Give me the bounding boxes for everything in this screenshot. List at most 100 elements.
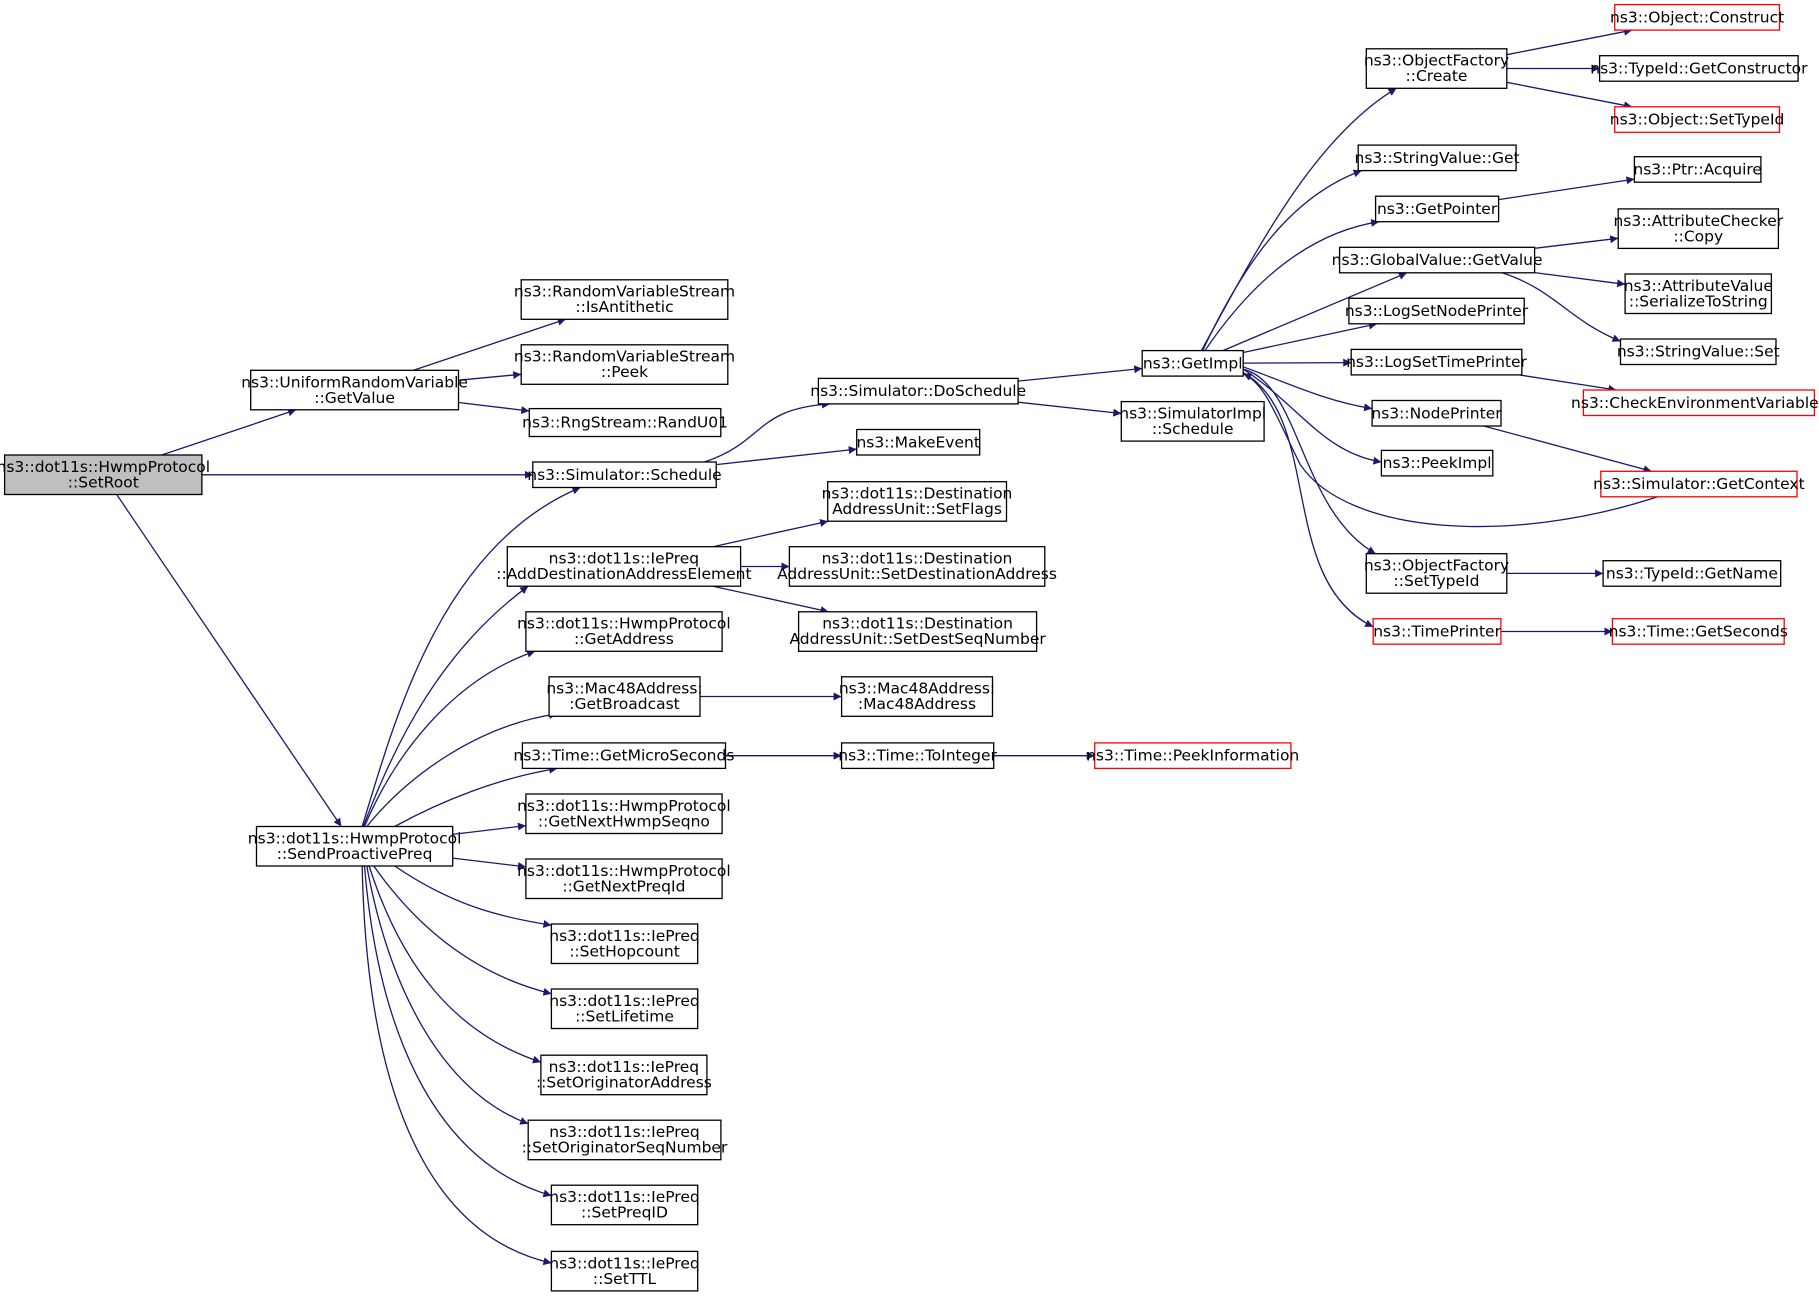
edge-gv_getvalue-to-attrvalue_serialize [1534, 271, 1626, 288]
node-label: ns3::RngStream::RandU01 [522, 414, 728, 432]
node-box [1094, 742, 1292, 770]
edge-sendproactivepreq-to-schedule [361, 486, 581, 827]
node-label: ns3::dot11s::HwmpProtocol [248, 830, 462, 848]
node-of-create[interactable]: ns3::ObjectFactory::Create [1364, 48, 1509, 89]
node-tointeger[interactable]: ns3::Time::ToInteger [838, 742, 998, 770]
node-logsetnodeprinter[interactable]: ns3::LogSetNodePrinter [1345, 297, 1529, 325]
node-schedule[interactable]: ns3::Simulator::Schedule [527, 461, 722, 489]
node-dau-setdestaddr[interactable]: ns3::dot11s::DestinationAddressUnit::Set… [777, 546, 1057, 587]
node-dau-setflags[interactable]: ns3::dot11s::DestinationAddressUnit::Set… [822, 481, 1013, 522]
node-label: ns3::Time::GetSeconds [1609, 623, 1788, 641]
edge-getimpl-to-of_settypeid [1243, 368, 1376, 555]
edge-sendproactivepreq-to-adddest [362, 585, 529, 827]
node-getnexthwmpseqno[interactable]: ns3::dot11s::HwmpProtocol::GetNextHwmpSe… [517, 793, 731, 835]
node-label: ns3::Time::ToInteger [838, 747, 997, 765]
node-sethopcount[interactable]: ns3::dot11s::IePreq::SetHopcount [549, 923, 700, 965]
node-attrvalue-serialize[interactable]: ns3::AttributeValue::SerializeToString [1624, 273, 1773, 315]
node-box [1350, 348, 1523, 376]
node-randu01[interactable]: ns3::RngStream::RandU01 [522, 407, 728, 438]
node-setorigaddr[interactable]: ns3::dot11s::IePreq::SetOriginatorAddres… [536, 1054, 712, 1096]
node-getcontext[interactable]: ns3::Simulator::GetContext [1593, 470, 1805, 498]
node-makeevent[interactable]: ns3::MakeEvent [856, 428, 981, 456]
node-label: ns3::LogSetTimePrinter [1346, 353, 1527, 371]
node-box [817, 377, 1019, 405]
node-label: ns3::AttributeChecker [1613, 212, 1783, 230]
node-setroot[interactable]: ns3::dot11s::HwmpProtocol::SetRoot [0, 454, 210, 496]
node-getmicroseconds[interactable]: ns3::Time::GetMicroSeconds [513, 742, 734, 770]
node-checkenv[interactable]: ns3::CheckEnvironmentVariables [1571, 389, 1819, 417]
node-getbroadcast[interactable]: ns3::Mac48Address::GetBroadcast [546, 676, 703, 717]
edge-logsettimeprinter-to-checkenv [1518, 374, 1617, 393]
edge-schedule-to-doschedule [704, 400, 831, 463]
node-label: ns3::SimulatorImpl [1119, 405, 1266, 423]
node-of-settypeid[interactable]: ns3::ObjectFactory::SetTypeId [1364, 553, 1509, 594]
node-obj-construct[interactable]: ns3::Object::Construct [1610, 3, 1784, 31]
node-box [1582, 389, 1816, 417]
node-label: ::SetRoot [68, 474, 139, 492]
node-label: ::SetHopcount [569, 943, 680, 961]
node-mac48address[interactable]: ns3::Mac48Address::Mac48Address [839, 676, 995, 717]
node-label: ::SerializeToString [1629, 292, 1768, 310]
node-peek[interactable]: ns3::RandomVariableStream::Peek [514, 344, 735, 385]
edge-getimpl-to-peekimpl [1242, 368, 1382, 465]
node-box [797, 611, 1038, 652]
node-label: ns3::StringValue::Set [1617, 343, 1780, 361]
node-nodeprinter[interactable]: ns3::NodePrinter [1371, 399, 1502, 427]
node-peekimpl[interactable]: ns3::PeekImpl [1380, 449, 1494, 477]
node-label: ns3::GetPointer [1377, 200, 1498, 218]
node-getpointer[interactable]: ns3::GetPointer [1374, 195, 1500, 223]
node-stringvalue-get[interactable]: ns3::StringValue::Get [1355, 144, 1520, 172]
node-box [840, 676, 994, 717]
node-typeid-getconstructor[interactable]: ns3::TypeId::GetConstructor [1590, 55, 1808, 82]
node-getaddress[interactable]: ns3::dot11s::HwmpProtocol::GetAddress [517, 611, 731, 652]
node-isantithetic[interactable]: ns3::RandomVariableStream::IsAntithetic [514, 279, 735, 320]
node-box [255, 825, 454, 867]
node-dau-setdestseq[interactable]: ns3::dot11s::DestinationAddressUnit::Set… [789, 611, 1046, 652]
node-typeid-getname[interactable]: ns3::TypeId::GetName [1602, 560, 1782, 587]
node-logsettimeprinter[interactable]: ns3::LogSetTimePrinter [1346, 348, 1528, 376]
edge-getimpl-to-logsetnodeprinter [1243, 321, 1378, 354]
node-timeprinter[interactable]: ns3::TimePrinter [1372, 618, 1502, 645]
node-label: ns3::dot11s::HwmpProtocol [517, 615, 731, 633]
node-label: ::Copy [1673, 227, 1723, 245]
edge-adddest-to-dau_setdestseq [712, 585, 829, 614]
node-sendproactivepreq[interactable]: ns3::dot11s::HwmpProtocol::SendProactive… [248, 825, 462, 867]
node-adddest[interactable]: ns3::dot11s::IePreq::AddDestinationAddre… [496, 546, 752, 587]
node-label: ns3::TimePrinter [1373, 623, 1501, 641]
node-label: ::SendProactivePreq [277, 845, 433, 863]
node-box [856, 428, 981, 456]
node-setlifetime[interactable]: ns3::dot11s::IePreq::SetLifetime [549, 988, 700, 1030]
node-uniform-getvalue[interactable]: ns3::UniformRandomVariable::GetValue [241, 369, 468, 411]
node-box [3, 454, 203, 496]
node-setttl[interactable]: ns3::dot11s::IePreq::SetTTL [549, 1250, 700, 1292]
node-attrchecker-copy[interactable]: ns3::AttributeChecker::Copy [1613, 208, 1784, 250]
node-box [1633, 156, 1762, 183]
node-simimpl-schedule[interactable]: ns3::SimulatorImpl::Schedule [1119, 400, 1266, 442]
node-label: ns3::Simulator::Schedule [527, 466, 721, 484]
node-getimpl[interactable]: ns3::GetImpl [1141, 349, 1244, 377]
node-label: ns3::dot11s::IePreq [549, 1188, 699, 1206]
node-setpreqid[interactable]: ns3::dot11s::IePreq::SetPreqID [549, 1184, 700, 1226]
node-doschedule[interactable]: ns3::Simulator::DoSchedule [810, 377, 1026, 405]
node-box [550, 923, 699, 965]
node-label: ns3::Object::SetTypeId [1610, 111, 1785, 129]
node-box [540, 1054, 708, 1096]
node-time-getseconds[interactable]: ns3::Time::GetSeconds [1609, 618, 1788, 645]
node-label: ns3::GlobalValue::GetValue [1332, 251, 1543, 269]
node-box [525, 793, 723, 835]
node-obj-settypeid[interactable]: ns3::Object::SetTypeId [1610, 106, 1785, 133]
node-peekinformation[interactable]: ns3::Time::PeekInformation [1086, 742, 1299, 770]
node-stringvalue-set[interactable]: ns3::StringValue::Set [1617, 338, 1780, 366]
edge-getimpl-to-gv_getvalue [1222, 272, 1408, 352]
node-setorigseq[interactable]: ns3::dot11s::IePreq::SetOriginatorSeqNum… [522, 1119, 728, 1161]
node-box [840, 742, 995, 770]
node-box [1611, 618, 1785, 645]
node-label: ::SetTTL [593, 1270, 657, 1288]
edge-uniform_getvalue-to-isantithetic [413, 317, 566, 371]
node-label: ::GetAddress [574, 630, 674, 648]
node-gv-getvalue[interactable]: ns3::GlobalValue::GetValue [1332, 246, 1543, 274]
node-getnextpreqid[interactable]: ns3::dot11s::HwmpProtocol::GetNextPreqId [517, 858, 731, 900]
edge-sendproactivepreq-to-getnexthwmpseqno [452, 822, 526, 836]
node-ptr-acquire[interactable]: ns3::Ptr::Acquire [1633, 156, 1762, 183]
